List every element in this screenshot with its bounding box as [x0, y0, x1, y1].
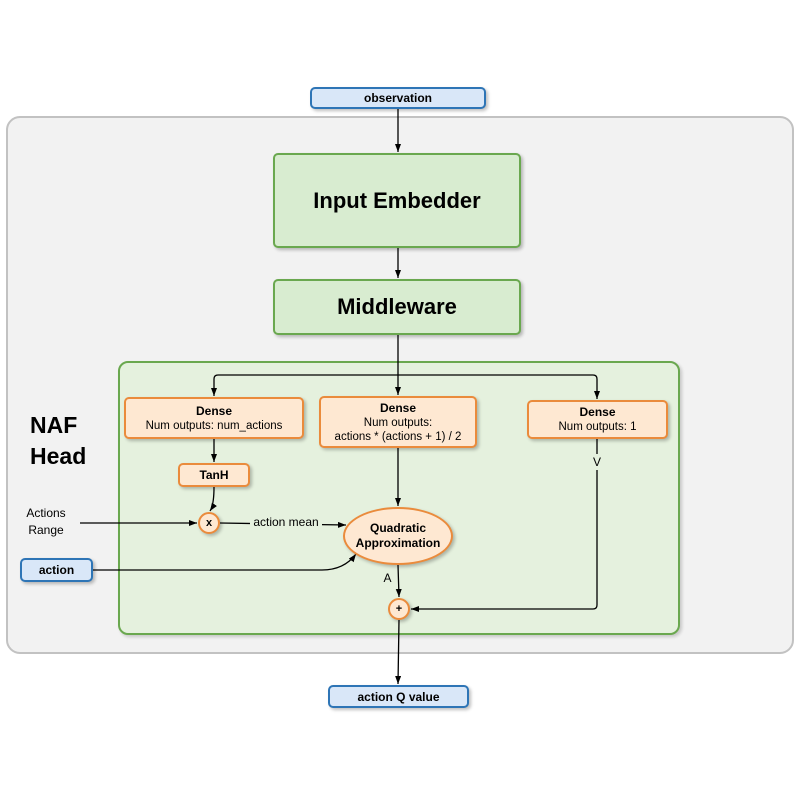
action-node: action — [20, 558, 93, 582]
quadratic-approximation-line2: Approximation — [355, 536, 441, 550]
naf-head-label-line2: Head — [30, 443, 87, 469]
dense-quadratic-node: Dense Num outputs: actions * (actions + … — [319, 396, 477, 448]
naf-head-label-line1: NAF — [30, 412, 78, 438]
middleware-node: Middleware — [273, 279, 521, 335]
actions-range-line2: Range — [28, 523, 64, 537]
dense-actions-node: Dense Num outputs: num_actions — [124, 397, 304, 439]
dense-actions-title: Dense — [195, 403, 233, 418]
actions-range-label: Actions Range — [14, 505, 78, 539]
actions-range-line1: Actions — [26, 506, 66, 520]
naf-head-label: NAF Head — [30, 410, 120, 472]
sum-node: + — [388, 598, 410, 620]
dense-quadratic-title: Dense — [379, 400, 417, 415]
quadratic-approximation-line1: Quadratic — [369, 521, 426, 535]
advantage-edge-label: A — [383, 571, 392, 585]
tanh-node: TanH — [178, 463, 250, 487]
dense-actions-subtitle: Num outputs: num_actions — [145, 419, 283, 432]
quadratic-approximation-node: Quadratic Approximation — [343, 507, 453, 565]
dense-value-node: Dense Num outputs: 1 — [527, 400, 668, 439]
value-edge-label: V — [589, 454, 605, 470]
multiply-node: x — [198, 512, 220, 534]
dense-quadratic-subtitle-line1: Num outputs: — [363, 416, 433, 429]
dense-value-title: Dense — [579, 405, 616, 419]
input-embedder-node: Input Embedder — [273, 153, 521, 248]
dense-quadratic-subtitle-line2: actions * (actions + 1) / 2 — [334, 430, 462, 443]
observation-node: observation — [310, 87, 486, 109]
action-mean-edge-label: action mean — [250, 514, 322, 531]
action-q-value-node: action Q value — [328, 685, 469, 708]
dense-value-subtitle: Num outputs: 1 — [558, 421, 637, 433]
